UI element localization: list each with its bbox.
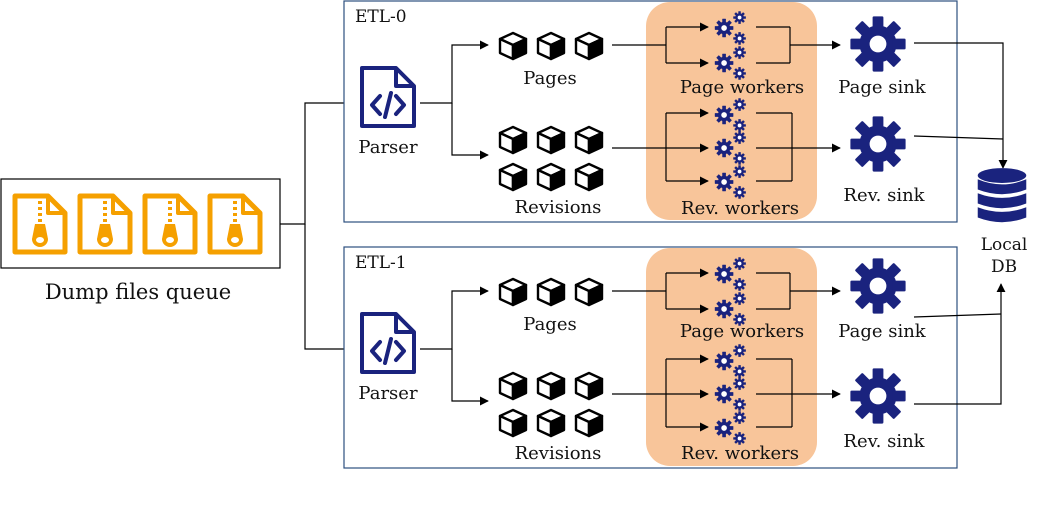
etl-title: ETL-0	[355, 7, 407, 27]
rev-workers-label: Rev. workers	[681, 198, 799, 219]
workers-panel	[646, 2, 817, 220]
rev-sink-gear-icon	[850, 368, 906, 424]
page-sink-gear-icon	[850, 16, 906, 72]
cube-icon	[574, 277, 604, 307]
local-db-label-line2: DB	[991, 257, 1017, 277]
cube-icon	[536, 125, 566, 155]
etl-block-1: ETL-1 Parser Pages Revisions	[343, 246, 958, 469]
queue-connectors	[280, 98, 354, 354]
cube-icon	[536, 408, 566, 438]
revisions-label: Revisions	[515, 443, 602, 464]
page-sink-gear-icon	[850, 258, 906, 314]
etl-title: ETL-1	[355, 253, 407, 273]
parser-label: Parser	[358, 137, 418, 158]
cube-icon	[498, 408, 528, 438]
queue-to-etl0-arrow	[280, 98, 354, 225]
etl0-rev-sink-to-db-line	[913, 135, 1004, 140]
code-file-icon	[360, 66, 416, 128]
cube-icon	[536, 371, 566, 401]
cube-icon	[574, 31, 604, 61]
page-sink-label: Page sink	[838, 77, 927, 98]
etl1-page-sink-to-db-line	[913, 313, 1002, 318]
workers-panel	[646, 248, 817, 466]
cube-icon	[536, 31, 566, 61]
zip-file-icon	[210, 196, 260, 252]
etl0-page-sink-to-db-arrow	[914, 42, 1008, 169]
etl-block-0: ETL-0 Parser Pages Revisions	[343, 0, 958, 223]
pages-queue	[498, 277, 604, 307]
cube-icon	[498, 31, 528, 61]
zip-file-icon	[80, 196, 130, 252]
page-sink-label: Page sink	[838, 321, 927, 342]
cube-icon	[498, 125, 528, 155]
cube-icon	[498, 277, 528, 307]
parser-label: Parser	[358, 383, 418, 404]
rev-sink-gear-icon	[850, 116, 906, 172]
cube-icon	[574, 408, 604, 438]
rev-sink-label: Rev. sink	[843, 185, 925, 206]
revisions-label: Revisions	[515, 197, 602, 218]
sink-to-db-connectors	[913, 42, 1008, 405]
cube-icon	[574, 162, 604, 192]
code-file-icon	[360, 312, 416, 374]
cube-icon	[536, 162, 566, 192]
rev-sink-label: Rev. sink	[843, 431, 925, 452]
cube-icon	[498, 162, 528, 192]
queue-to-etl1-arrow	[304, 224, 354, 354]
local-db-label-line1: Local	[981, 235, 1028, 255]
pages-label: Pages	[523, 68, 576, 89]
queue-label: Dump files queue	[45, 280, 231, 304]
zip-file-icon	[15, 196, 65, 252]
parser-to-pages-arrow	[420, 40, 489, 104]
page-workers-label: Page workers	[680, 321, 804, 342]
parser-to-revisions-arrow	[451, 349, 489, 406]
etl1-rev-sink-to-db-arrow	[914, 283, 1006, 405]
database-icon	[977, 168, 1027, 223]
page-workers-label: Page workers	[680, 77, 804, 98]
local-db: Local DB	[977, 168, 1028, 277]
zip-file-icon	[145, 196, 195, 252]
cube-icon	[536, 277, 566, 307]
cube-icon	[574, 125, 604, 155]
cube-icon	[498, 371, 528, 401]
parser-to-revisions-arrow	[451, 103, 489, 160]
parser-to-pages-arrow	[420, 286, 489, 350]
rev-workers-label: Rev. workers	[681, 443, 799, 464]
pages-label: Pages	[523, 314, 576, 335]
dump-files-queue: Dump files queue	[0, 178, 281, 304]
pages-queue	[498, 31, 604, 61]
cube-icon	[574, 371, 604, 401]
